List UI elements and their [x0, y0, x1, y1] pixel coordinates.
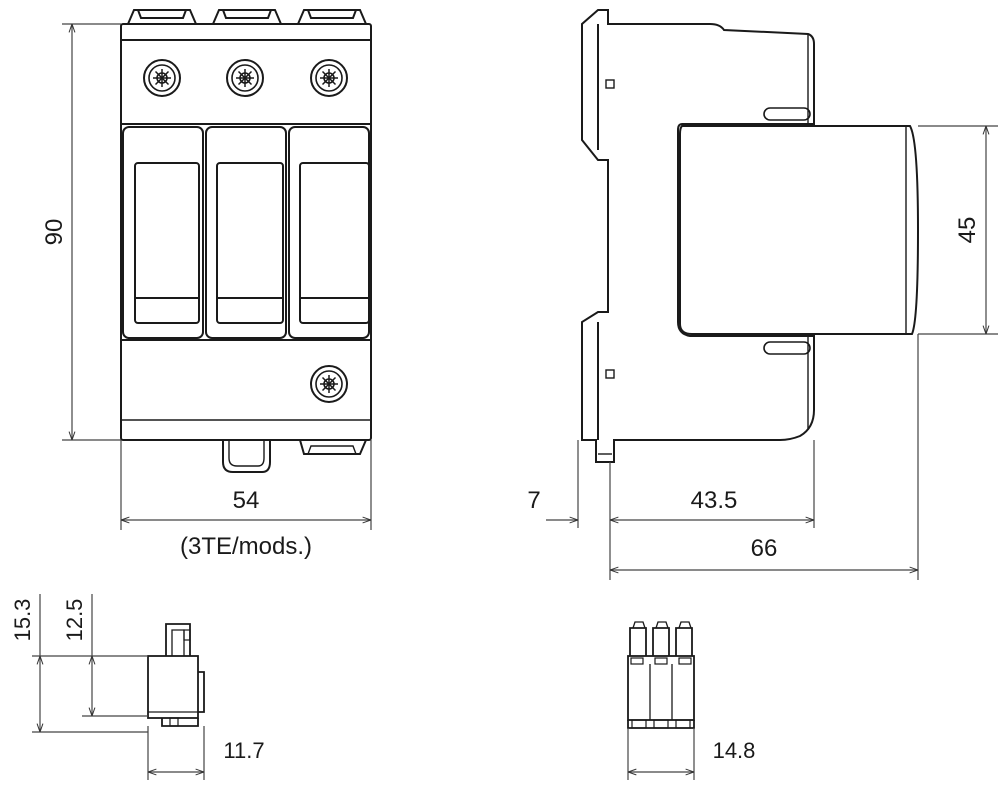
label-front-height: 45 [954, 217, 981, 244]
label-width-note: (3TE/mods.) [180, 533, 312, 560]
front-view [120, 9, 372, 473]
connector-side-view [147, 623, 205, 727]
dimension-width-front [120, 440, 372, 530]
dimension-connector-height-total [32, 594, 148, 733]
label-width-front: 54 [233, 487, 260, 514]
label-depth-total: 66 [751, 535, 778, 562]
label-height-front: 90 [41, 219, 68, 246]
side-view [581, 9, 920, 463]
label-depth-front: 43.5 [691, 487, 738, 514]
label-connector-width: 14.8 [713, 738, 756, 763]
top-terminal-clamps [127, 9, 367, 25]
label-rail-offset: 7 [527, 487, 540, 514]
front-housing [120, 23, 372, 441]
front-cap [679, 125, 920, 335]
label-connector-height-total: 15.3 [10, 599, 35, 642]
dimension-connector-width [627, 728, 695, 780]
dimension-depth-total [610, 334, 919, 580]
screw-icon [143, 59, 181, 97]
screw-icon [310, 59, 348, 97]
din-clip [222, 440, 271, 473]
side-housing [581, 9, 815, 463]
label-connector-height-inner: 12.5 [62, 599, 87, 642]
dimension-height-front [62, 23, 121, 441]
screw-icon [226, 59, 264, 97]
dimension-connector-height-inner [82, 594, 148, 717]
plug-in-modules [122, 126, 370, 339]
label-connector-depth: 11.7 [223, 738, 264, 763]
dimension-connector-depth [147, 726, 205, 780]
connector-front-view [627, 621, 695, 729]
dimension-front-height [918, 125, 998, 335]
screw-icon [310, 365, 348, 403]
dimension-depth-front [610, 440, 815, 528]
